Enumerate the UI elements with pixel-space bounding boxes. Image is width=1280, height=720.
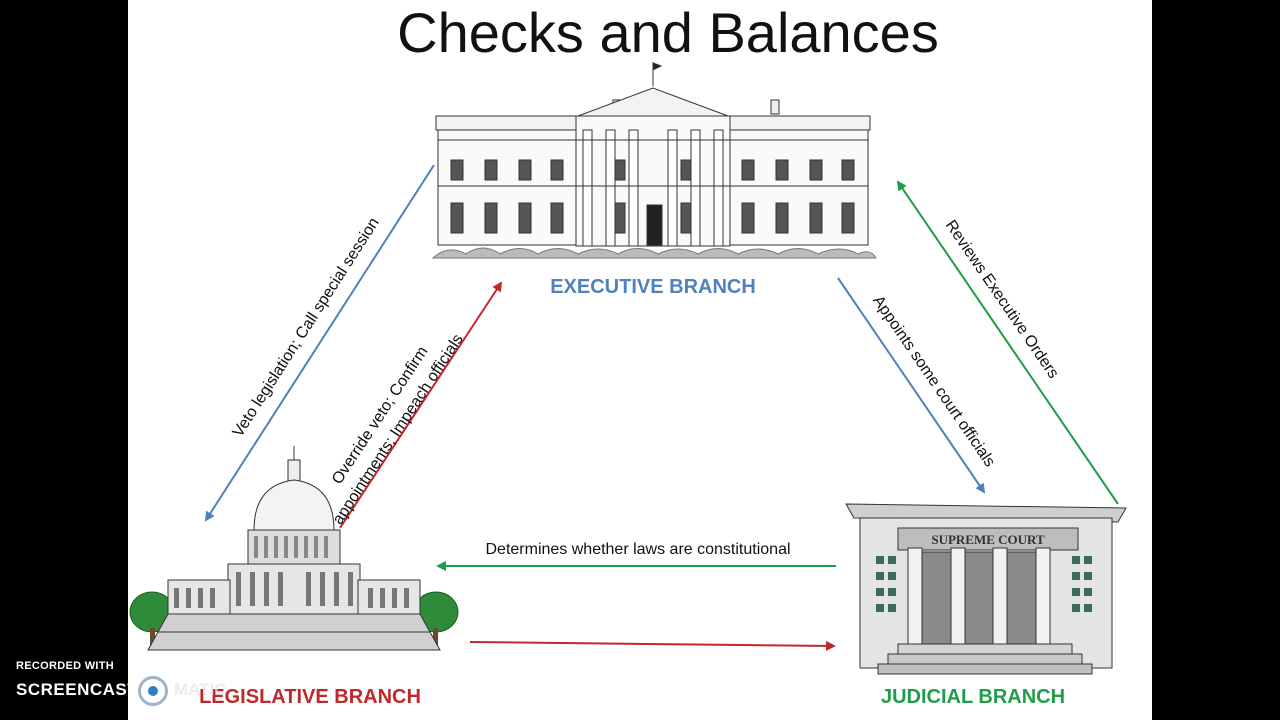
white-house-illustration [431, 62, 877, 259]
screencast-logo-icon [138, 676, 168, 706]
executive-branch-label: EXECUTIVE BRANCH [550, 276, 756, 298]
checks-and-balances-diagram: Checks and Balances [129, 1, 1127, 708]
label-appoints-officials: Appoints some court officials [869, 293, 998, 470]
arrow-legislative-to-judicial [469, 640, 836, 651]
slide: Checks and Balances [128, 0, 1152, 720]
watermark-matic: MATIC [174, 680, 227, 699]
label-determines-constitutional: Determines whether laws are constitution… [485, 541, 790, 558]
arrow-reviews-executive-orders [896, 180, 1119, 505]
label-override-veto-line2: appointments; Impeach officials [330, 331, 467, 527]
arrow-appoints-officials [837, 277, 986, 494]
label-reviews-executive-orders: Reviews Executive Orders [942, 217, 1062, 381]
screencast-watermark: RECORDED WITH SCREENCAST MATIC [16, 660, 246, 712]
capitol-building-illustration [129, 446, 459, 651]
arrow-override-veto [339, 281, 503, 529]
watermark-screencast: SCREENCAST [16, 680, 139, 699]
supreme-court-illustration: SUPREME COURT [845, 503, 1127, 675]
label-veto-legislation: Veto legislation; Call special session [230, 215, 383, 440]
slide-title: Checks and Balances [397, 1, 939, 64]
arrow-veto-legislation [204, 164, 435, 522]
legislative-branch-label: LEGISLATIVE BRANCH [199, 686, 421, 708]
watermark-recorded-with: RECORDED WITH [16, 660, 115, 672]
judicial-branch-label: JUDICIAL BRANCH [881, 686, 1065, 708]
supreme-court-sign: SUPREME COURT [931, 532, 1045, 547]
